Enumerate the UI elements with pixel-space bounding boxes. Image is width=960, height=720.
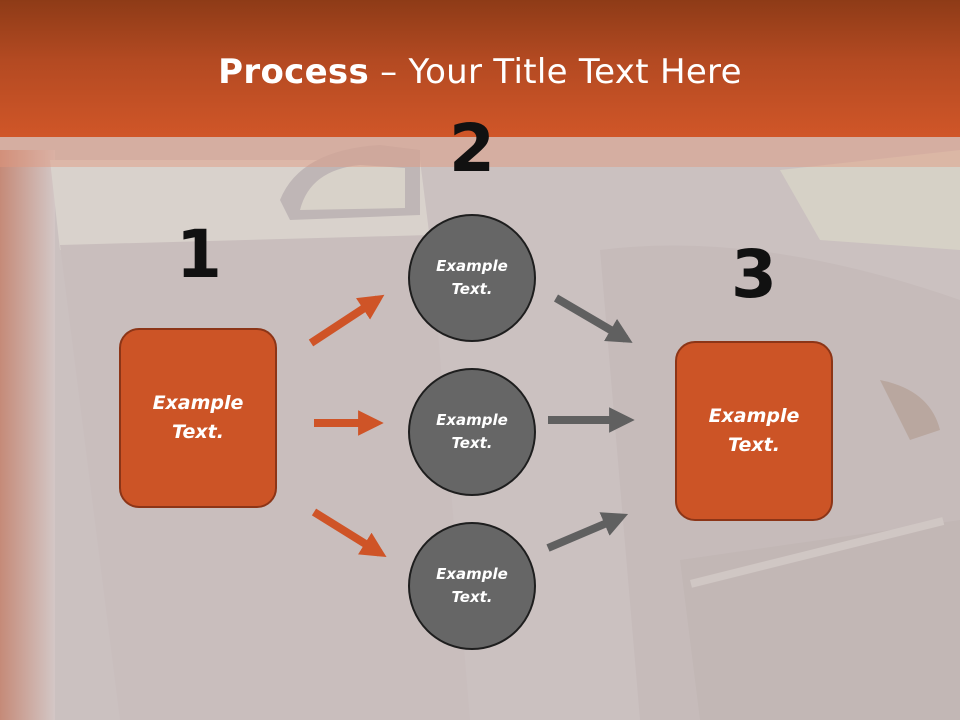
arrow-right-up-icon: [546, 512, 629, 552]
step-2-bottom-label: Example Text.: [436, 565, 508, 606]
slide-title: Process – Your Title Text Here: [0, 52, 960, 92]
step-2-top-label: Example Text.: [436, 257, 508, 298]
step-2-middle-label: Example Text.: [436, 411, 508, 452]
step-1-number: 1: [176, 216, 222, 293]
step-2-circle-top: Example Text.: [408, 214, 536, 342]
arrow-right-up-icon: [308, 294, 385, 347]
step-3-label: Example Text.: [708, 405, 800, 456]
title-band-fade: [0, 137, 960, 167]
step-1-label: Example Text.: [152, 392, 244, 443]
title-dash: –: [369, 52, 409, 92]
title-rest: Your Title Text Here: [408, 52, 742, 92]
arrow-right-down-icon: [311, 508, 387, 558]
title-bold-part: Process: [218, 52, 370, 92]
arrow-right-down-icon: [553, 294, 633, 343]
step-2-circle-bottom: Example Text.: [408, 522, 536, 650]
step-2-number: 2: [449, 110, 495, 187]
step-3-number: 3: [731, 236, 777, 313]
step-1-box: Example Text.: [119, 328, 277, 508]
step-3-box: Example Text.: [675, 341, 833, 521]
title-band: [0, 0, 960, 137]
step-2-circle-middle: Example Text.: [408, 368, 536, 496]
